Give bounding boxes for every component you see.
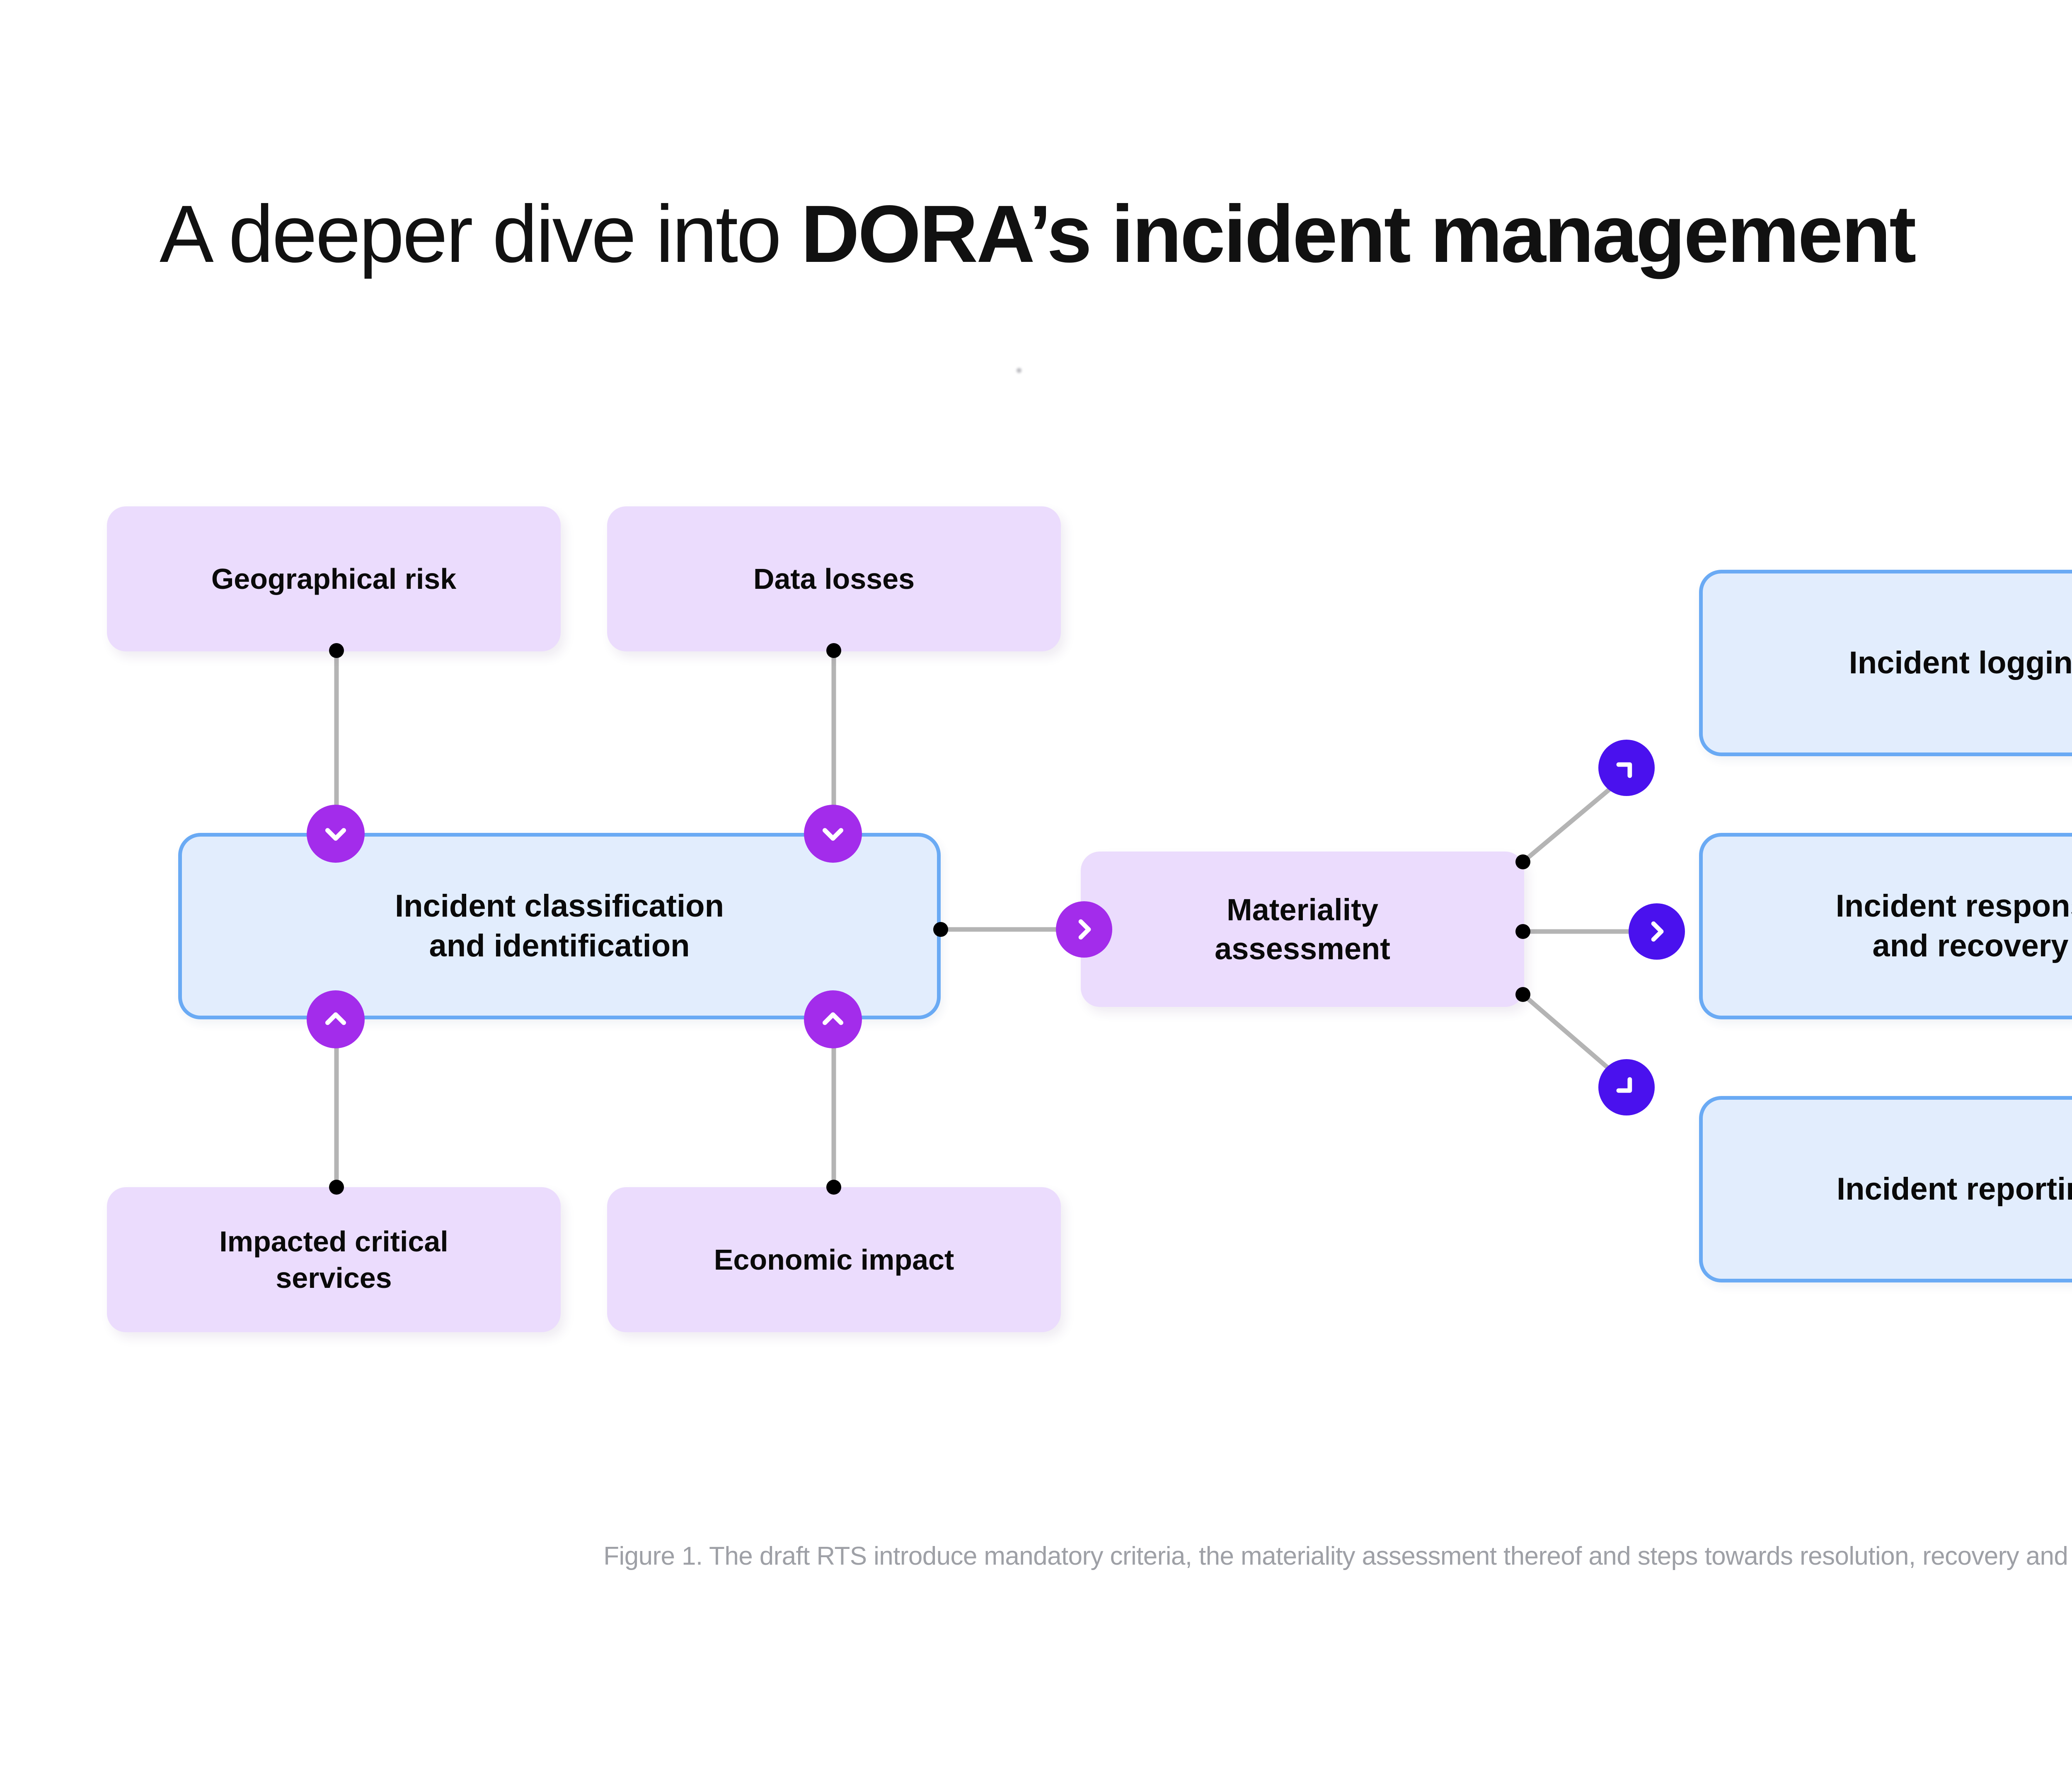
anchor-dot-materiality-top [1515, 854, 1530, 869]
chevron-up-icon [320, 1003, 352, 1036]
page-title-bold: DORA’s incident management [801, 189, 1917, 279]
node-label: Materiality assessment [1215, 893, 1390, 966]
chevron-right-icon [1641, 916, 1673, 947]
node-economic-impact[interactable]: Economic impact [607, 1187, 1061, 1332]
node-incident-reporting[interactable]: Incident reporting [1699, 1096, 2072, 1282]
node-incident-classification-and-identification[interactable]: Incident classification and identificati… [178, 833, 941, 1019]
anchor-dot-datalosses [826, 643, 841, 658]
badge-to-incident-response[interactable] [1629, 903, 1685, 960]
anchor-dot-materiality-bot [1515, 987, 1530, 1002]
badge-classification-bottom-left[interactable] [307, 990, 365, 1048]
node-data-losses[interactable]: Data losses [607, 506, 1061, 651]
chevron-down-icon [817, 818, 849, 850]
decorative-dot [1017, 368, 1021, 373]
node-label: Incident reporting [1837, 1171, 2072, 1207]
node-materiality-assessment[interactable]: Materiality assessment [1081, 852, 1524, 1007]
figure-caption: Figure 1. The draft RTS introduce mandat… [603, 1542, 2072, 1570]
badge-classification-top-right[interactable] [804, 805, 862, 863]
chevron-up-right-icon [1611, 752, 1642, 784]
node-label: Incident classification and identificati… [395, 888, 724, 963]
anchor-dot-economic [826, 1180, 841, 1195]
page-title: A deeper dive into DORA’s incident manag… [160, 189, 1917, 280]
badge-materiality-inbound[interactable] [1056, 901, 1112, 958]
badge-classification-top-left[interactable] [307, 805, 365, 863]
node-impacted-critical-services[interactable]: Impacted critical services [107, 1187, 561, 1332]
node-incident-logging[interactable]: Incident logging [1699, 570, 2072, 756]
chevron-right-icon [1068, 914, 1100, 945]
page-title-light: A deeper dive into [160, 189, 801, 279]
badge-to-incident-reporting[interactable] [1598, 1059, 1655, 1115]
badge-to-incident-logging[interactable] [1598, 740, 1655, 796]
node-incident-response-and-recovery[interactable]: Incident response and recovery [1699, 833, 2072, 1019]
anchor-dot-classification-right [933, 922, 948, 937]
anchor-dot-impacted [329, 1180, 344, 1195]
node-geographical-risk[interactable]: Geographical risk [107, 506, 561, 651]
node-label: Incident logging [1849, 645, 2072, 681]
flow-diagram: Geographical risk Data losses Impacted c… [107, 506, 2072, 1332]
badge-classification-bottom-right[interactable] [804, 990, 862, 1048]
chevron-down-right-icon [1611, 1072, 1642, 1103]
node-label: Data losses [753, 562, 915, 595]
anchor-dot-geographical [329, 643, 344, 658]
chevron-up-icon [817, 1003, 849, 1036]
chevron-down-icon [320, 818, 352, 850]
node-label: Geographical risk [211, 562, 457, 595]
node-label: Incident response and recovery [1835, 888, 2072, 963]
anchor-dot-materiality-mid [1515, 924, 1530, 939]
node-label: Economic impact [714, 1243, 954, 1276]
node-label: Impacted critical services [219, 1225, 448, 1294]
